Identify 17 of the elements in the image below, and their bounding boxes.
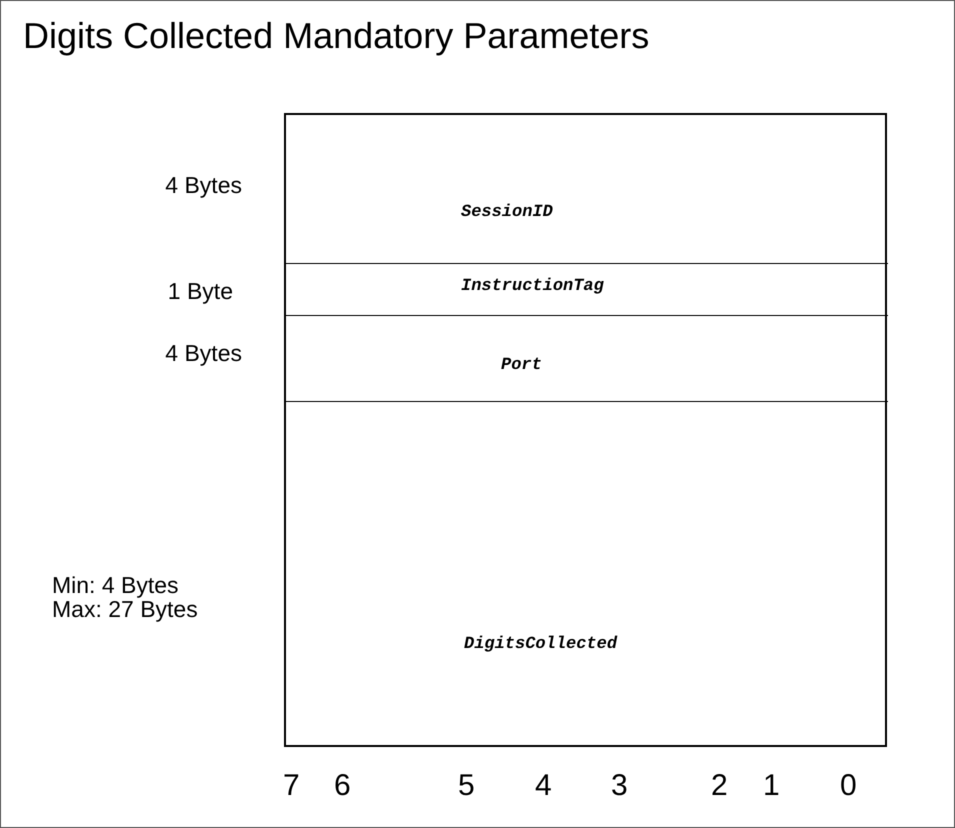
bit-number: 6 [334,769,351,803]
field-name: InstructionTag [461,277,604,296]
bit-number: 0 [840,769,857,803]
byte-count: 1 Byte [166,279,233,303]
byte-count: 4 Bytes [164,173,242,197]
bit-number: 7 [283,769,300,803]
bit-number: 2 [711,769,728,803]
bit-number: 5 [458,769,475,803]
bit-number: 4 [535,769,552,803]
byte-count: Min: 4 Bytes Max: 27 Bytes [52,573,199,621]
diagram-title: Digits Collected Mandatory Parameters [23,15,650,57]
bit-number: 3 [611,769,628,803]
byte-count: 4 Bytes [164,341,242,365]
bit-number: 1 [763,769,780,803]
field-name: SessionID [461,203,553,222]
field-name: DigitsCollected [464,635,618,654]
field-name: Port [501,356,542,375]
